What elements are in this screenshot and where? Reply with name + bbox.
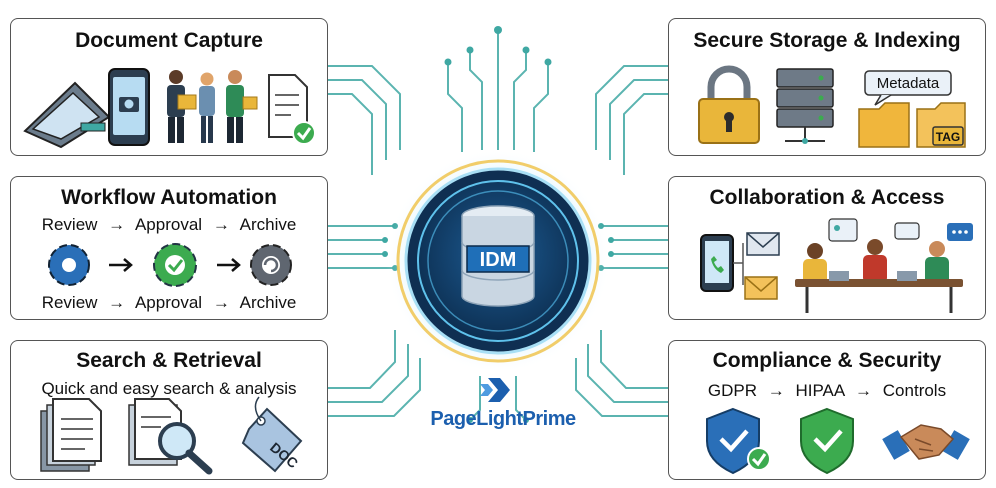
arrow-right: → [855,381,873,400]
panel-title: Document Capture [75,29,263,52]
panel-title: Collaboration & Access [709,186,945,209]
flow-step-approval: Approval [134,293,203,312]
magnifier-icon [128,398,213,475]
arrow-right: → [767,381,785,400]
people-icon [167,70,258,143]
collab-icons [700,218,973,313]
search-subtitle: Quick and easy search & analysis [41,379,297,398]
phone-camera-icon [108,68,150,146]
panel-title: Compliance & Security [712,349,942,372]
mail-icon [733,232,780,300]
arrow-right: → [212,215,230,234]
handshake-icon [882,424,970,460]
metadata-label: Metadata [877,75,940,92]
flow-step-archive: Archive [239,215,297,234]
flow-step-review: Review [41,215,98,234]
arrow-right: → [108,215,126,234]
tag-icon: DOC [241,396,303,473]
documents-icon [40,398,102,472]
panel-title: Search & Retrieval [76,349,262,372]
brand-logo: PageLightPrime [418,374,588,434]
gear-icon [48,244,90,286]
gear-refresh-icon [250,244,292,286]
folder-icon: Metadata TAG [858,70,966,148]
arrow-right-icon [217,258,241,272]
panel-secure-storage: Secure Storage & Indexing [668,18,986,156]
panel-title: Workflow Automation [61,186,277,209]
compliance-flow: GDPR → HIPAA → Controls [669,381,985,401]
search-icons: DOC [40,396,303,475]
flow-step-gdpr: GDPR [707,381,758,400]
idm-hub: IDM [386,149,610,373]
logo-mark [480,378,510,402]
flow-step-review: Review [41,293,98,312]
compliance-icons [706,407,970,475]
flow-step-hipaa: HIPAA [795,381,845,400]
team-meeting-icon [795,218,973,313]
flow-step-archive: Archive [239,293,297,312]
tag-label: TAG [936,130,960,144]
database-icon: IDM [461,205,535,307]
panel-title: Secure Storage & Indexing [693,29,961,52]
capture-icons [23,68,316,149]
panel-compliance-security: Compliance & Security GDPR → HIPAA → Con… [668,340,986,480]
flow-step-approval: Approval [134,215,203,234]
server-icon [776,68,834,144]
lock-icon [698,65,760,144]
panel-workflow-automation: Workflow Automation Review → Approval → … [10,176,328,320]
flow-step-controls: Controls [882,381,947,400]
gear-check-icon [153,243,197,287]
arrow-right: → [212,293,230,312]
workflow-icons [48,243,292,287]
center-label: IDM [480,249,517,271]
phone-icon [700,234,734,292]
panel-document-capture: Document Capture [10,18,328,156]
brand-name: PageLightPrime [430,408,576,430]
scanner-icon [23,81,111,149]
workflow-flow-bottom: Review → Approval → Archive [11,293,327,313]
panel-collaboration-access: Collaboration & Access [668,176,986,320]
workflow-flow-top: Review → Approval → Archive [11,215,327,235]
arrow-right: → [108,293,126,312]
document-check-icon [268,74,316,145]
shield-icon [800,407,854,475]
panel-search-retrieval: Search & Retrieval Quick and easy search… [10,340,328,480]
arrow-right-icon [109,258,133,272]
storage-icons: Metadata TAG [698,65,966,148]
shield-check-icon [706,407,771,475]
